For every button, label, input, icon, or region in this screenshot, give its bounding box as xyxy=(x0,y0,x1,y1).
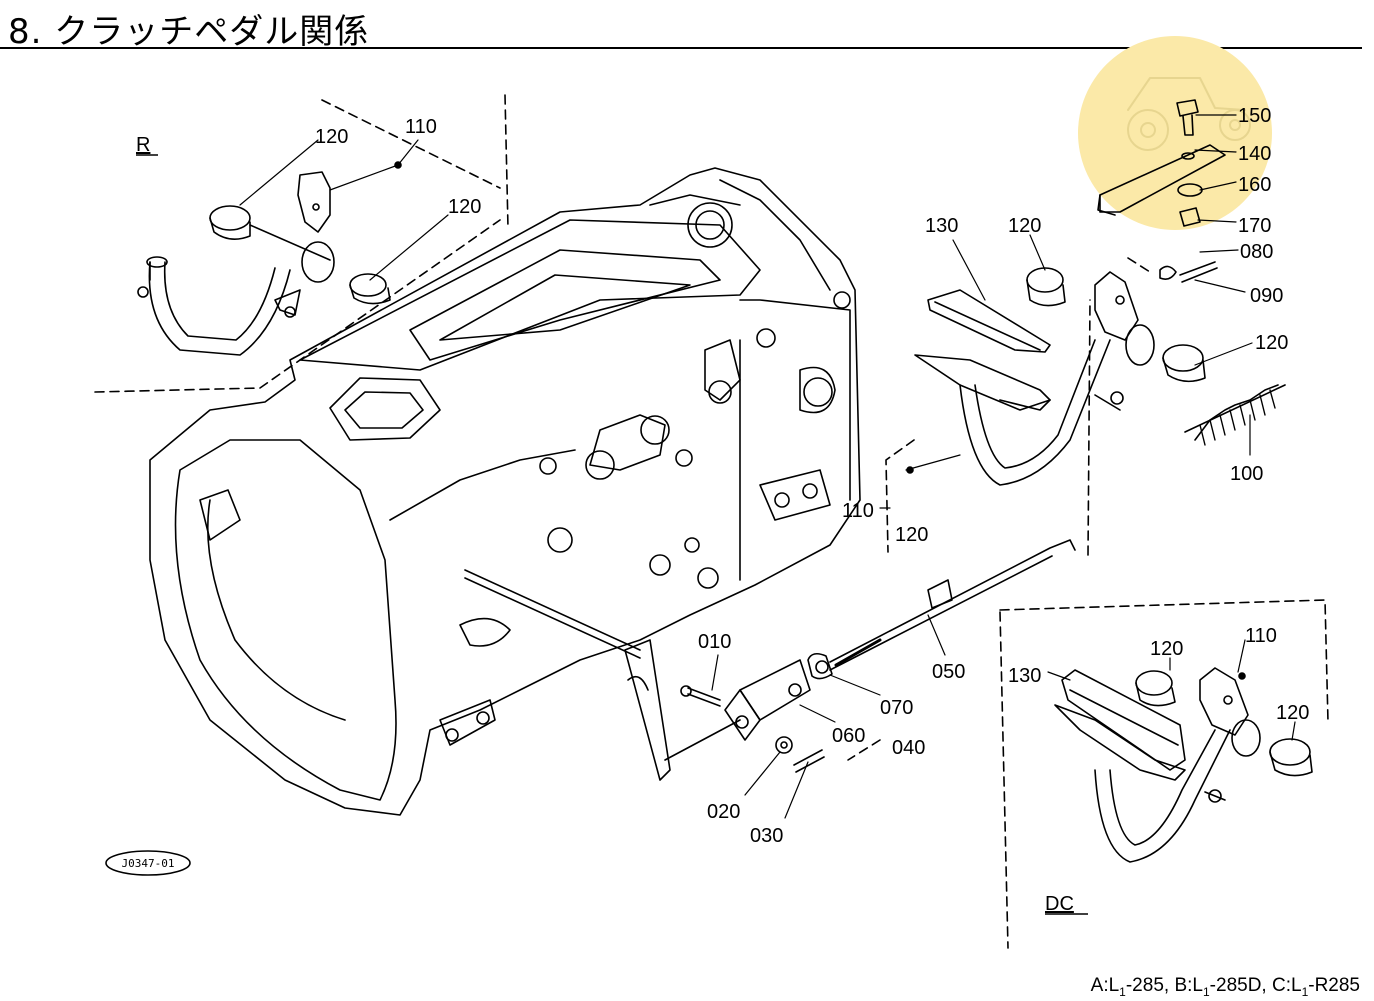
callout-110: 110 xyxy=(1245,625,1277,647)
leader-lines xyxy=(239,114,1296,819)
callout-090: 090 xyxy=(1250,285,1283,307)
callout-120: 120 xyxy=(1008,215,1041,237)
callout-160: 160 xyxy=(1238,174,1271,196)
callout-120: 120 xyxy=(1150,638,1183,660)
callout-070: 070 xyxy=(880,697,913,719)
callout-100: 100 xyxy=(1230,463,1263,485)
callout-040: 040 xyxy=(892,737,925,759)
reference-oval xyxy=(105,850,191,876)
reference-code: J0347-01 xyxy=(122,857,175,870)
section-label-r: R xyxy=(136,134,150,156)
page-title: 8. クラッチペダル関係 xyxy=(8,12,370,52)
callout-080: 080 xyxy=(1240,241,1273,263)
model-footnote: A:L1-285, B:L1-285D, C:L1-R285 xyxy=(1090,975,1360,999)
callout-030: 030 xyxy=(750,825,783,847)
callout-060: 060 xyxy=(832,725,865,747)
section-label-dc: DC xyxy=(1045,893,1074,915)
title-rule xyxy=(0,47,1362,49)
callout-110: 110 xyxy=(405,116,437,138)
callout-170: 170 xyxy=(1238,215,1271,237)
part-callouts: 110 120 120 150 140 160 170 130 120 080 … xyxy=(315,105,1309,847)
callout-140: 140 xyxy=(1238,143,1271,165)
transmission-case xyxy=(149,167,861,816)
callout-050: 050 xyxy=(932,661,965,683)
right-pedal-shaft xyxy=(137,171,391,356)
watermark-logo xyxy=(1078,36,1272,230)
callout-130: 130 xyxy=(1008,665,1041,687)
middle-pedal-assembly xyxy=(914,261,1286,486)
clutch-rod xyxy=(464,539,1076,781)
callout-120: 120 xyxy=(1276,702,1309,724)
callout-010: 010 xyxy=(698,631,731,653)
bracket-parts xyxy=(1097,99,1226,227)
dashed-boundaries xyxy=(94,94,1329,949)
callout-020: 020 xyxy=(707,801,740,823)
callout-110: 110 xyxy=(842,500,874,522)
callout-130: 130 xyxy=(925,215,958,237)
callout-120: 120 xyxy=(448,196,481,218)
callout-120: 120 xyxy=(895,524,928,546)
callout-120: 120 xyxy=(315,126,348,148)
dc-pedal-assembly xyxy=(1054,667,1313,863)
callout-150: 150 xyxy=(1238,105,1271,127)
callout-120: 120 xyxy=(1255,332,1288,354)
